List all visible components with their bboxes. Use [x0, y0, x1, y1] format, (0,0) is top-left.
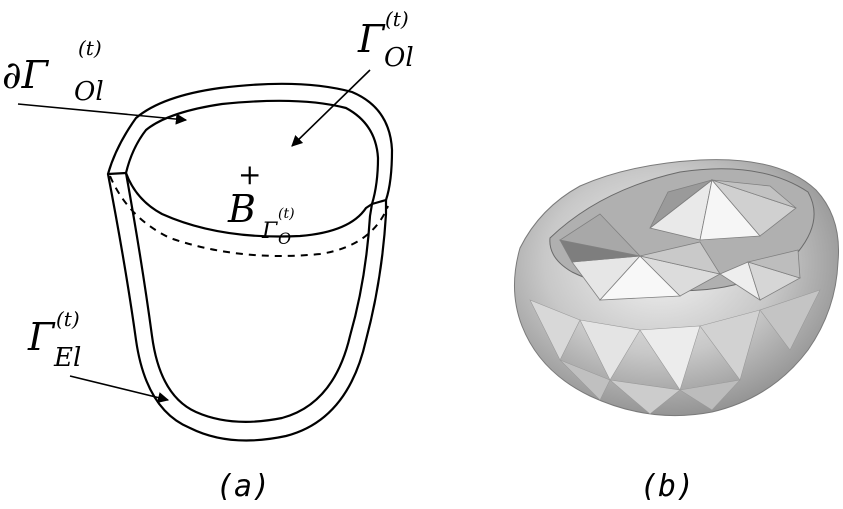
opening-front-edge — [124, 171, 374, 238]
svg-text:O: O — [278, 229, 291, 248]
hidden-dashed-edge — [109, 175, 389, 257]
svg-text:∂Γ: ∂Γ — [2, 53, 50, 97]
arrow-top-surface — [291, 69, 371, 147]
svg-text:Γ: Γ — [27, 315, 56, 359]
svg-text:(t): (t) — [78, 36, 102, 60]
cup-outer-wall — [106, 82, 394, 442]
centroid-mark: + — [238, 158, 261, 191]
label-top-surface: Γ (t) Ol — [357, 7, 414, 73]
svg-text:Ol: Ol — [384, 43, 414, 73]
caption-b: (b) — [640, 469, 694, 504]
svg-text:(t): (t) — [385, 7, 409, 31]
svg-text:Γ: Γ — [357, 17, 386, 61]
label-boundary-rim: ∂Γ (t) Ol — [2, 36, 104, 107]
svg-text:Γ: Γ — [261, 219, 278, 244]
cup-rim-left — [106, 171, 128, 176]
svg-text:Ol: Ol — [74, 77, 104, 107]
panel-a-diagram: + ∂Γ (t) Ol Γ (t) Ol B Γ (t) O Γ (t) El — [2, 7, 414, 504]
cup-inner-wall — [124, 99, 380, 423]
arrow-boundary-rim — [17, 103, 188, 125]
label-lateral-surface: Γ (t) El — [27, 307, 81, 373]
label-centroid: B Γ (t) O — [227, 187, 295, 248]
mesh-facets — [558, 179, 802, 301]
svg-text:El: El — [53, 343, 81, 373]
arrow-lateral-surface — [69, 375, 170, 404]
svg-text:(t): (t) — [56, 307, 80, 331]
cup-rim-right — [370, 198, 388, 206]
panel-b-mesh-render: (b) — [513, 159, 840, 504]
mesh-lower-facets — [529, 289, 821, 415]
svg-text:(t): (t) — [278, 206, 295, 222]
svg-text:B: B — [227, 187, 256, 231]
caption-a: (a) — [216, 469, 270, 504]
